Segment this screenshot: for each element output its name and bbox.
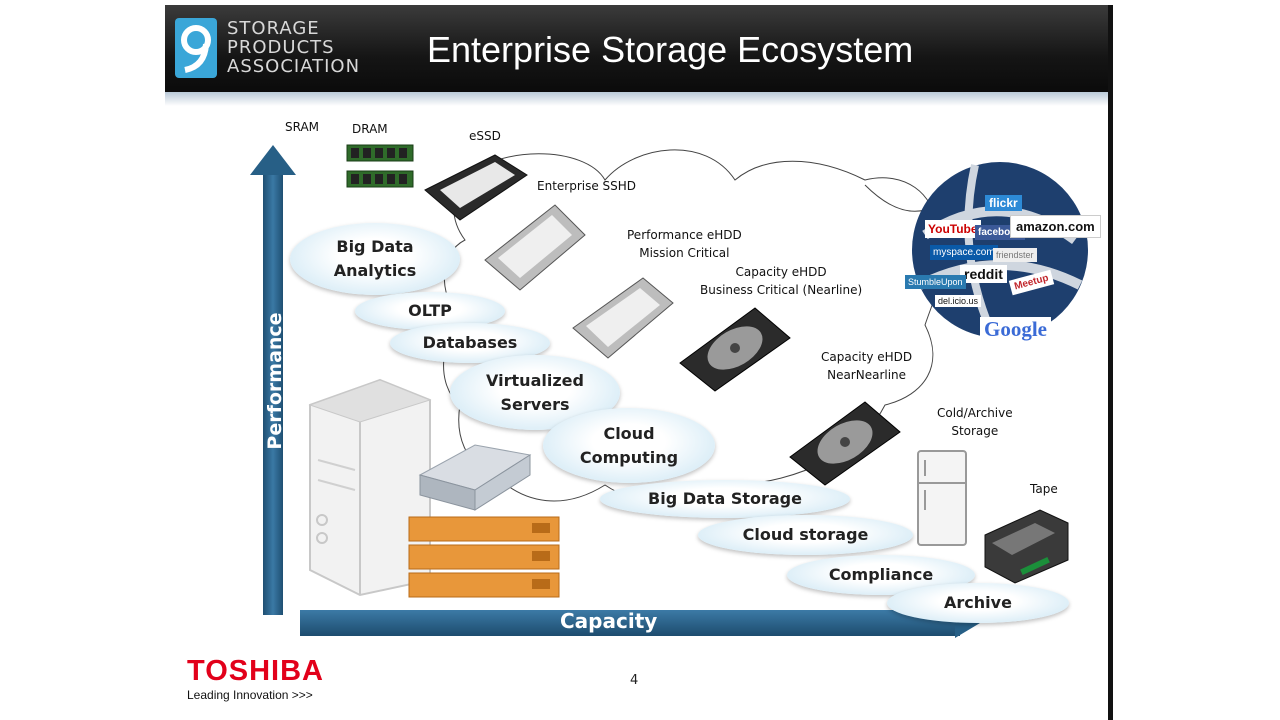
slide-title: Enterprise Storage Ecosystem	[427, 29, 914, 70]
ellipse-cloud-storage: Cloud storage	[698, 515, 913, 555]
header-shade	[165, 92, 1110, 106]
capacity-hdd-icon	[679, 307, 791, 392]
sshd-label: Enterprise SSHD	[537, 179, 637, 193]
ellipse-oltp: OLTP	[355, 292, 505, 330]
toshiba-logo: TOSHIBA	[187, 655, 324, 687]
tape-library-icon	[984, 509, 1069, 584]
flickr-logo: flickr	[985, 195, 1022, 211]
refrigerator-icon	[917, 450, 967, 546]
rack-servers-icon	[408, 516, 560, 598]
capacity-axis-label: Capacity	[560, 609, 658, 633]
ellipse-big-data-storage: Big Data Storage	[600, 480, 850, 518]
slide: STORAGE PRODUCTS ASSOCIATION Enterprise …	[165, 5, 1113, 720]
sshd-drive-icon	[484, 204, 586, 291]
delicious-logo: del.icio.us	[935, 295, 982, 307]
myspace-logo: myspace.com	[930, 245, 998, 260]
performance-hdd-icon	[572, 277, 674, 359]
essd-drive-icon	[424, 154, 528, 221]
ellipse-archive: Archive	[887, 583, 1069, 623]
google-logo: Google	[980, 317, 1051, 342]
page-number: 4	[630, 673, 639, 688]
tape-label: Tape	[1030, 482, 1058, 496]
sram-label: SRAM	[285, 120, 320, 134]
youtube-logo: YouTube	[925, 220, 981, 238]
amazon-logo: amazon.com	[1010, 215, 1101, 238]
performance-axis	[263, 160, 283, 615]
reddit-logo: reddit	[960, 265, 1007, 283]
toshiba-tagline: Leading Innovation >>>	[187, 688, 313, 702]
friendster-logo: friendster	[993, 248, 1037, 262]
slide-header: STORAGE PRODUCTS ASSOCIATION Enterprise …	[165, 5, 1110, 92]
spa-wordmark: STORAGE PRODUCTS ASSOCIATION	[227, 18, 361, 77]
social-globe: flickr YouTube facebook amazon.com myspa…	[905, 145, 1105, 355]
storage-array-icon	[418, 444, 532, 511]
capacity-axis	[300, 610, 960, 636]
slide-right-edge	[1108, 5, 1113, 720]
dram-module-icon	[346, 144, 414, 188]
performance-axis-label: Performance	[264, 312, 286, 450]
dram-label: DRAM	[352, 122, 388, 136]
stumbleupon-logo: StumbleUpon	[905, 275, 966, 289]
spa-logo	[175, 18, 217, 78]
essd-label: eSSD	[469, 129, 501, 143]
nearline-hdd-icon	[789, 401, 901, 486]
performance-axis-arrowhead	[250, 145, 296, 175]
